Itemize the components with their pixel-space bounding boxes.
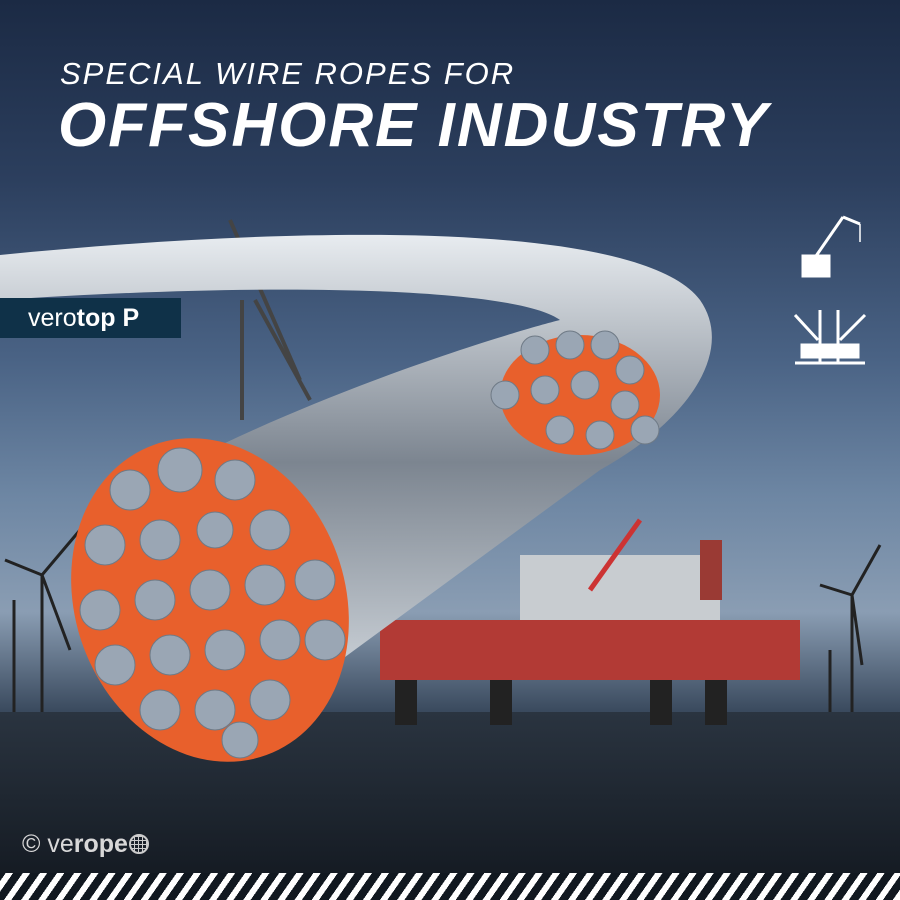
jack-up-vessel [380,518,800,725]
product-prefix: vero [28,304,77,332]
sea-background [0,712,900,882]
headline-line1: SPECIAL WIRE ROPES FOR [60,56,516,91]
brand-bold: rope [73,830,128,858]
offshore-crane-icon [801,215,861,278]
rope-wires [79,447,346,759]
wind-turbine [4,529,882,712]
product-badge: verotop P [0,298,181,338]
brand-prefix: ve [47,830,74,858]
verope-logo: © verope [22,830,149,859]
product-name-bold: top P [76,304,140,332]
jack-up-vessel-icon [793,310,867,365]
decorative-stripe-band [0,873,900,900]
wire-globe-icon [128,834,149,854]
headline-line2: OFFSHORE INDUSTRY [58,91,770,160]
copyright-symbol: © [22,830,41,858]
